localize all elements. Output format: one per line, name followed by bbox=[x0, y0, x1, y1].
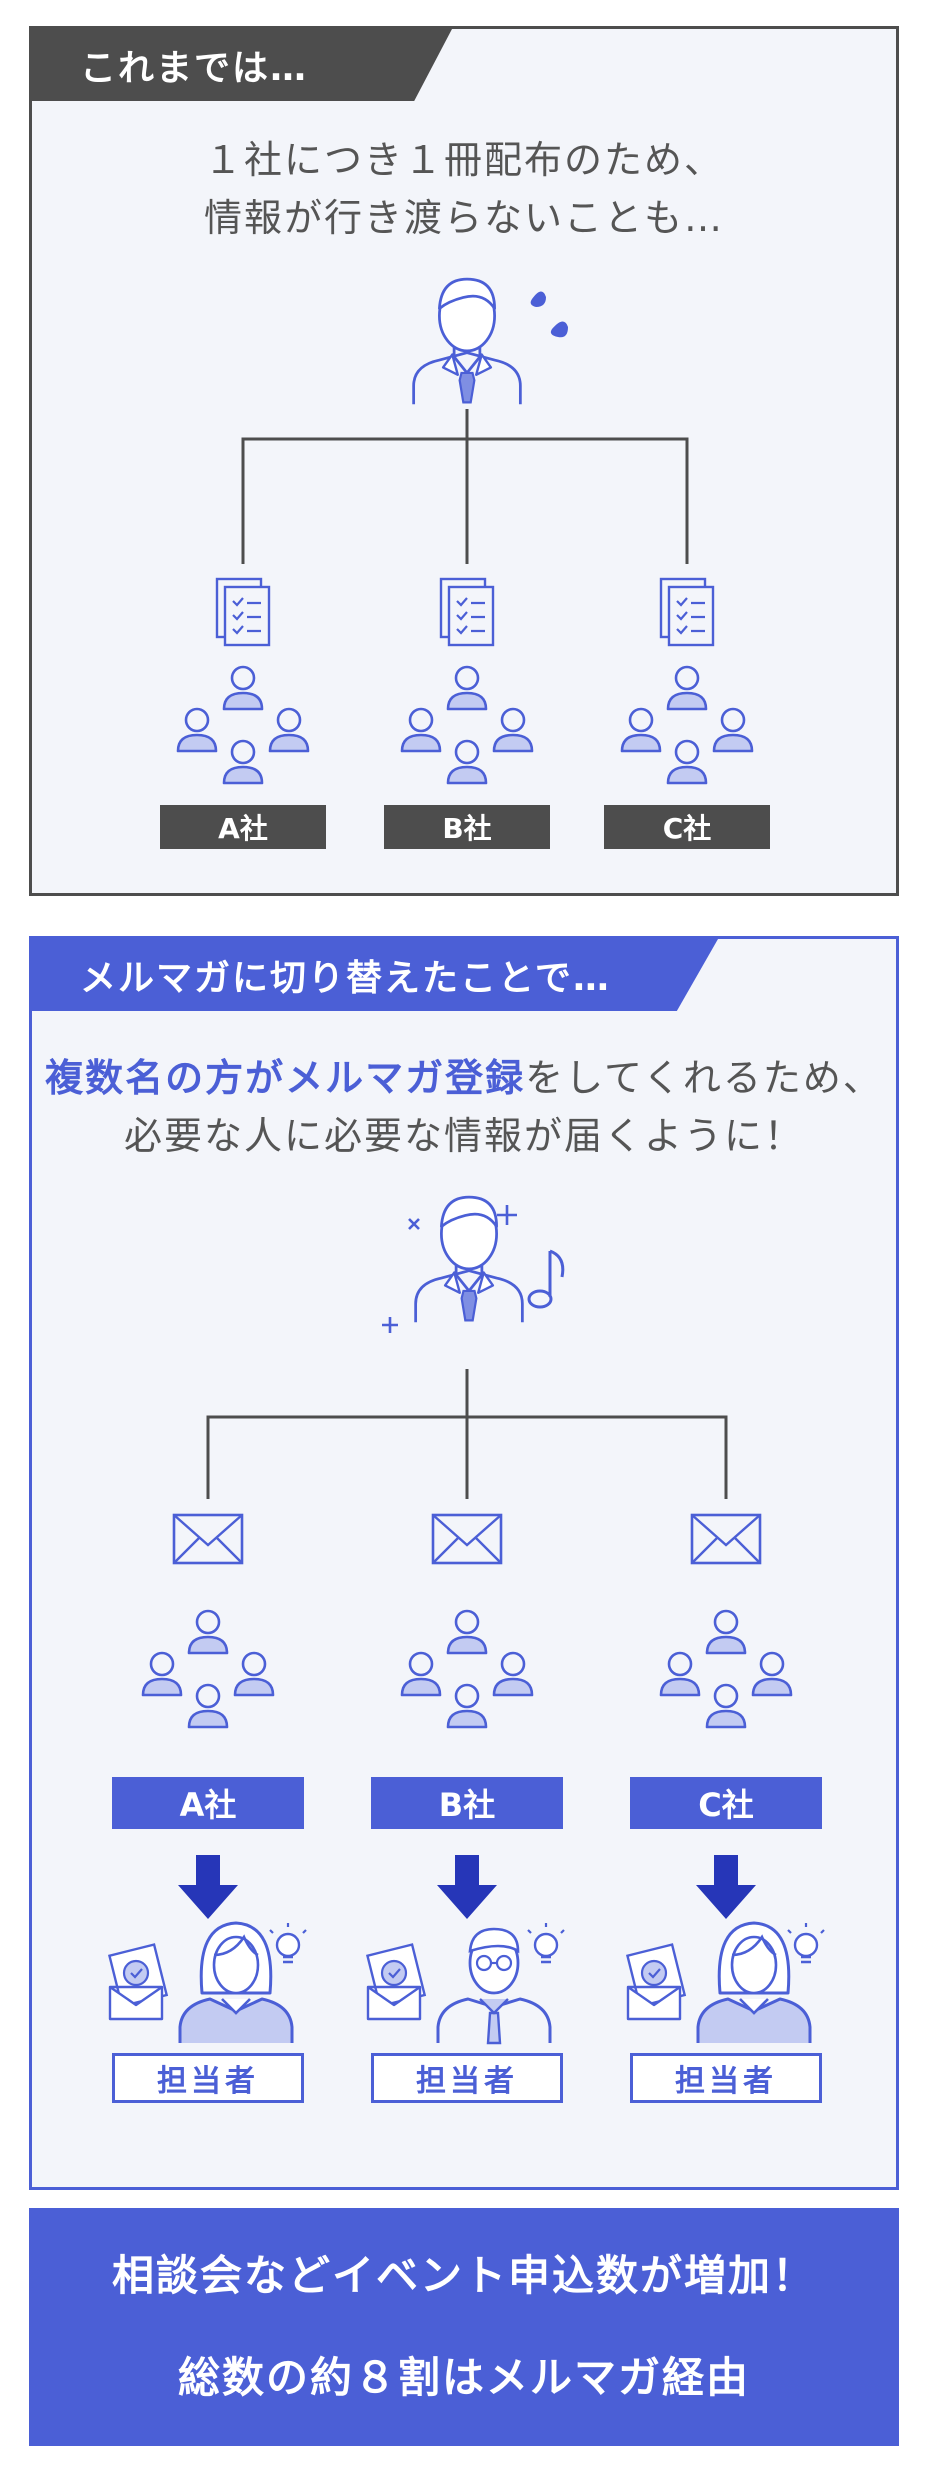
before-diagram bbox=[32, 277, 896, 893]
result-banner: 相談会などイベント申込数が増加！ 総数の約８割はメルマガ経由 bbox=[29, 2208, 899, 2446]
company-a-label: A社 bbox=[160, 805, 326, 849]
after-diagram bbox=[108, 1195, 826, 2045]
newsletter-icon bbox=[108, 1943, 168, 2021]
after-lead-highlight: 複数名の方がメルマガ登録 bbox=[45, 1056, 526, 1100]
document-icon bbox=[659, 577, 715, 647]
company-c-label: C社 bbox=[604, 805, 770, 849]
envelope-icon bbox=[172, 1513, 244, 1565]
lightbulb-icon bbox=[786, 1921, 826, 1964]
after-lead-line-2: 必要な人に必要な情報が届くように！ bbox=[123, 1114, 804, 1158]
people-group-icon bbox=[402, 1611, 532, 1727]
result-line-2: 総数の約８割はメルマガ経由 bbox=[177, 2353, 750, 2402]
envelope-icon bbox=[690, 1513, 762, 1565]
before-lead-line-2: 情報が行き渡らないことも… bbox=[203, 196, 724, 240]
down-arrow-icon bbox=[437, 1855, 497, 1919]
female-contact-icon bbox=[696, 1921, 812, 2045]
envelope-icon bbox=[431, 1513, 503, 1565]
company-b-label: B社 bbox=[384, 805, 550, 849]
before-tab-label: これまでは… bbox=[32, 29, 452, 101]
after-panel: メルマガに切り替えたことで… 複数名の方がメルマガ登録をしてくれるため、 必要な… bbox=[29, 936, 899, 2190]
female-contact-icon bbox=[178, 1921, 294, 2045]
worried-man-icon bbox=[412, 277, 522, 406]
after-lead-line-1: 複数名の方がメルマガ登録をしてくれるため、 bbox=[32, 1049, 896, 1107]
sweat-drop-icon bbox=[530, 291, 568, 338]
document-icon bbox=[215, 577, 271, 647]
before-panel: これまでは… １社につき１冊配布のため、 情報が行き渡らないことも… A社 B社… bbox=[29, 26, 899, 896]
company-c-label: C社 bbox=[630, 1777, 822, 1829]
people-group-icon bbox=[178, 667, 308, 783]
contact-label-a: 担当者 bbox=[112, 2053, 304, 2103]
contact-label-b: 担当者 bbox=[371, 2053, 563, 2103]
lightbulb-icon bbox=[526, 1921, 566, 1964]
down-arrow-icon bbox=[178, 1855, 238, 1919]
after-lead-rest: をしてくれるため、 bbox=[525, 1056, 883, 1100]
connector-lines bbox=[206, 1369, 728, 1499]
before-lead-text: １社につき１冊配布のため、 情報が行き渡らないことも… bbox=[32, 131, 896, 247]
after-lead-text: 複数名の方がメルマガ登録をしてくれるため、 必要な人に必要な情報が届くように！ bbox=[32, 1049, 896, 1165]
before-lead-line-1: １社につき１冊配布のため、 bbox=[203, 138, 724, 182]
down-arrow-icon bbox=[696, 1855, 756, 1919]
document-icon bbox=[439, 577, 495, 647]
people-group-icon bbox=[402, 667, 532, 783]
result-line-1: 相談会などイベント申込数が増加！ bbox=[111, 2251, 816, 2300]
male-contact-icon bbox=[436, 1927, 552, 2045]
after-tab-label: メルマガに切り替えたことで… bbox=[32, 939, 718, 1011]
people-group-icon bbox=[661, 1611, 791, 1727]
lightbulb-icon bbox=[268, 1921, 308, 1964]
people-group-icon bbox=[622, 667, 752, 783]
sparkle-icon bbox=[382, 1205, 517, 1333]
company-b-label: B社 bbox=[371, 1777, 563, 1829]
newsletter-icon bbox=[626, 1943, 686, 2021]
contact-label-c: 担当者 bbox=[630, 2053, 822, 2103]
people-group-icon bbox=[143, 1611, 273, 1727]
music-note-icon bbox=[527, 1249, 565, 1309]
company-a-label: A社 bbox=[112, 1777, 304, 1829]
newsletter-icon bbox=[366, 1943, 426, 2021]
connector-lines bbox=[241, 409, 689, 564]
